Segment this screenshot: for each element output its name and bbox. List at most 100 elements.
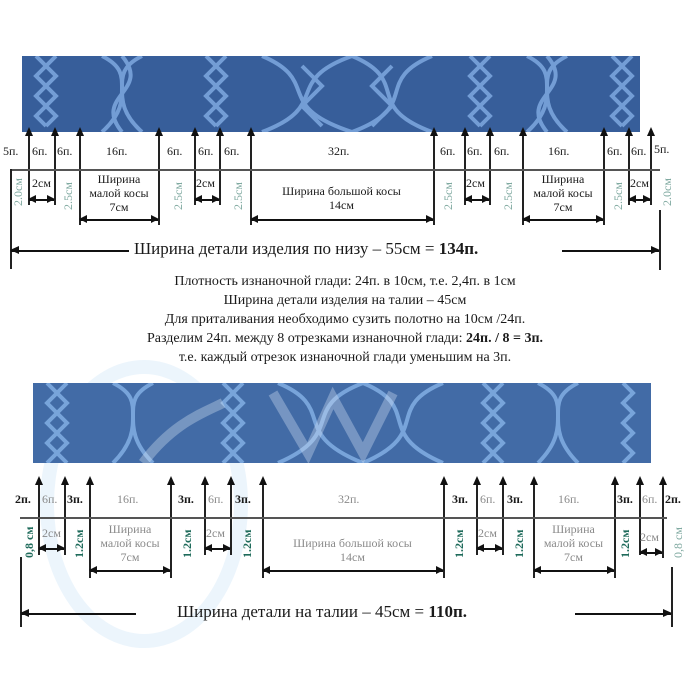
top-stitch-label-8: 32п. (328, 144, 350, 158)
top-small-cable-dim-1 (28, 196, 55, 202)
top-purl-cm-1: 2.5см (61, 182, 75, 210)
arrow-up-icon (472, 476, 481, 485)
top-stitch-label-15: 5п. (654, 142, 670, 156)
bottom-purl-cm-6: 1.2см (618, 529, 632, 559)
arrow-up-icon (34, 476, 43, 485)
top-baseline (10, 169, 660, 171)
note-divide: Разделим 24п. между 8 отрезками изнаночн… (0, 329, 690, 348)
top-stitch-label-2: 6п. (32, 144, 48, 158)
note-gauge: Плотность изнаночной глади: 24п. в 10см,… (174, 274, 516, 289)
bottom-marker-line (614, 483, 616, 578)
arrow-up-icon (529, 476, 538, 485)
bottom-baseline (20, 517, 667, 519)
bottom-large-braid-dim (262, 567, 444, 573)
small-braid-title-2: малой косы (100, 536, 160, 550)
arrow-up-icon (166, 476, 175, 485)
top-total-left-tick (10, 169, 12, 269)
top-stitch-label-9: 6п. (440, 144, 456, 158)
bottom-purl-cm-3: 1.2см (240, 529, 254, 559)
top-small-cable-cm-1: 2см (32, 176, 51, 190)
bottom-stitch-label-13: 3п. (617, 492, 633, 506)
bottom-stitch-label-10: 6п. (480, 492, 496, 506)
top-marker-line (79, 134, 81, 225)
top-edge-cm-left: 2.0см (11, 178, 25, 206)
top-small-cable-cm-4: 2см (630, 176, 649, 190)
bottom-stitch-label-5: 3п. (178, 492, 194, 506)
knit-photo-bottom (33, 383, 651, 463)
top-purl-cm-3: 2.5см (231, 182, 245, 210)
arrow-up-icon (50, 127, 59, 136)
bottom-small-braid-right: Ширина малой косы 7см (533, 522, 614, 564)
top-purl-cm-4: 2.5см (441, 182, 455, 210)
top-large-braid: Ширина большой косы 14см (250, 184, 433, 212)
top-small-cable-dim-2 (194, 196, 220, 202)
note-divide-formula: 24п. / 8 = 3п. (466, 331, 544, 346)
bottom-marker-line (204, 483, 206, 555)
arrow-up-icon (200, 476, 209, 485)
note-divide-text: Разделим 24п. между 8 отрезками изнаночн… (146, 331, 467, 346)
arrow-up-icon (635, 476, 644, 485)
small-braid-width: 7см (120, 550, 140, 564)
top-total-right-tick (659, 210, 661, 270)
small-braid-title-1: Ширина (541, 172, 585, 186)
top-large-braid-dim (250, 216, 434, 222)
top-total-label: Ширина детали изделия по низу – 55см = 1… (134, 239, 478, 259)
top-stitch-label-5: 6п. (167, 144, 183, 158)
top-stitch-label-1: 5п. (3, 144, 19, 158)
top-stitch-label-3: 6п. (57, 144, 73, 158)
bottom-marker-line (502, 483, 504, 555)
arrow-up-icon (429, 127, 438, 136)
top-stitch-label-6: 6п. (198, 144, 214, 158)
small-braid-width: 7см (553, 200, 573, 214)
large-braid-title: Ширина большой косы (282, 184, 401, 198)
bottom-marker-line (262, 483, 264, 578)
top-stitch-label-14: 6п. (631, 144, 647, 158)
bottom-total-label: Ширина детали на талии – 45см = 110п. (177, 602, 467, 622)
bottom-marker-line (662, 483, 664, 558)
arrow-up-icon (498, 476, 507, 485)
bottom-marker-line (38, 483, 40, 555)
note-each-segment: т.е. каждый отрезок изнаночной глади уме… (178, 350, 512, 365)
top-marker-line (522, 134, 524, 225)
arrow-up-icon (624, 127, 633, 136)
top-stitch-label-10: 6п. (467, 144, 483, 158)
bottom-small-cable-cm-4: 2см (640, 530, 659, 544)
bottom-stitch-label-12: 16п. (558, 492, 580, 506)
top-stitch-label-4: 16п. (106, 144, 128, 158)
top-purl-cm-5: 2.5см (501, 182, 515, 210)
bottom-marker-line (476, 483, 478, 555)
arrow-up-icon (85, 476, 94, 485)
bottom-edge-cm-right: 0,8 см (671, 527, 685, 558)
arrow-up-icon (190, 127, 199, 136)
top-marker-line (158, 134, 160, 225)
arrow-up-icon (226, 476, 235, 485)
large-braid-width: 14см (340, 550, 365, 564)
top-small-braid-dim-left (79, 216, 159, 222)
top-total-stitches: 134п. (438, 239, 479, 258)
top-stitch-label-11: 6п. (494, 144, 510, 158)
arrow-up-icon (518, 127, 527, 136)
small-braid-title-1: Ширина (97, 172, 141, 186)
arrow-up-icon (646, 127, 655, 136)
top-edge-cm-right: 2.0см (660, 178, 674, 206)
bottom-edge-cm-left: 0,8 см (22, 526, 36, 559)
bottom-stitch-label-4: 16п. (117, 492, 139, 506)
top-total-arrow-right (562, 247, 660, 253)
bottom-stitch-label-1: 2п. (15, 492, 31, 506)
bottom-stitch-label-15: 2п. (665, 492, 681, 506)
bottom-marker-line (230, 483, 232, 555)
bottom-marker-line (170, 483, 172, 578)
arrow-up-icon (258, 476, 267, 485)
bottom-total-text: Ширина детали на талии – 45см = (177, 602, 429, 621)
knit-photo-top (22, 56, 640, 132)
top-marker-line (433, 134, 435, 225)
arrow-up-icon (599, 127, 608, 136)
bottom-total-left-tick (20, 557, 22, 627)
arrow-up-icon (75, 127, 84, 136)
bottom-total-arrow-left (20, 610, 136, 616)
large-braid-title: Ширина большой косы (293, 536, 412, 550)
top-small-cable-cm-3: 2см (466, 176, 485, 190)
note-waist-width: Ширина детали изделия на талии – 45см (223, 293, 467, 308)
arrow-up-icon (658, 476, 667, 485)
bottom-marker-line (89, 483, 91, 578)
